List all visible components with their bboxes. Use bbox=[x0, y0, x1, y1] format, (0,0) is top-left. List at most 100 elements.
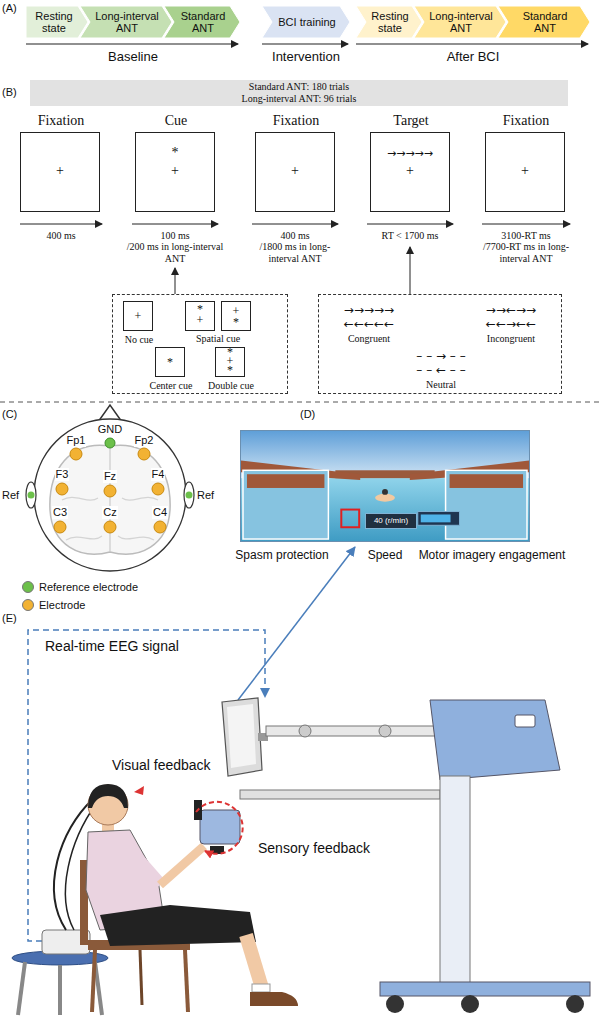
head-map bbox=[56, 483, 68, 495]
head-map bbox=[109, 448, 110, 552]
legend-swatch bbox=[22, 599, 34, 611]
bci-illustration bbox=[246, 935, 262, 988]
chevron-shape bbox=[356, 6, 422, 38]
figure-label: GND bbox=[97, 423, 123, 436]
chevron-label: Standard ANT bbox=[177, 10, 229, 34]
figure-label: RT < 1700 ms bbox=[360, 230, 460, 242]
stage-frame: Fixation+ bbox=[20, 132, 100, 212]
figure-label: (E) bbox=[2, 612, 26, 625]
chevron-label: Resting state bbox=[31, 10, 77, 34]
timeline-arrows bbox=[252, 224, 338, 225]
phase-chevron: Long-interval ANT bbox=[414, 6, 506, 38]
bci-illustration bbox=[18, 962, 25, 1015]
trial-count: Standard ANT: 180 trials bbox=[249, 81, 349, 93]
phase-chevron: Resting state bbox=[356, 6, 422, 38]
box-text: + bbox=[486, 163, 564, 179]
timeline-arrows bbox=[175, 268, 176, 294]
head-map bbox=[54, 521, 66, 533]
box-text: ←←←←← bbox=[327, 317, 411, 331]
box-text: * bbox=[136, 145, 214, 161]
figure-label: 400 ms bbox=[11, 230, 111, 242]
bci-illustration bbox=[160, 846, 204, 885]
box-text: Fixation bbox=[1, 112, 121, 129]
head-map bbox=[34, 419, 186, 571]
chevron-shape bbox=[164, 6, 240, 38]
bci-illustration bbox=[125, 845, 160, 885]
chevron-shape bbox=[414, 6, 506, 38]
phase-chevron: Long-interval ANT bbox=[80, 6, 172, 38]
box-text: Cue bbox=[116, 112, 236, 129]
bci-illustration bbox=[430, 700, 560, 780]
figure-label: After BCI bbox=[413, 49, 533, 64]
figure-label: Fz bbox=[103, 470, 117, 483]
figure-label: Fp1 bbox=[66, 434, 87, 447]
box-text: * bbox=[156, 356, 184, 368]
timeline-arrows bbox=[367, 224, 453, 225]
head-map bbox=[62, 497, 158, 540]
timeline-arrows bbox=[482, 224, 570, 225]
figure-label: 3100-RT ms bbox=[476, 230, 576, 242]
bci-illustration bbox=[386, 995, 404, 1013]
chevron-label: Standard ANT bbox=[511, 10, 579, 34]
engagement-bar bbox=[421, 514, 451, 522]
figure-label: 100 ms bbox=[125, 230, 225, 242]
bci-illustration bbox=[95, 962, 102, 1015]
legend-swatch bbox=[22, 581, 34, 593]
speed-readout: 40 (r/min) bbox=[365, 513, 417, 529]
figure-label: Cz bbox=[102, 506, 117, 519]
bci-illustration bbox=[58, 965, 62, 1015]
box-text: * bbox=[222, 316, 250, 328]
figure-label: C3 bbox=[52, 506, 68, 519]
stage-frame: Target→→→→→+ bbox=[370, 132, 450, 212]
bci-illustration bbox=[252, 984, 270, 992]
timeline-arrows bbox=[20, 224, 570, 294]
figure-label: /1800 ms in long-interval ANT bbox=[245, 241, 345, 265]
swimmer bbox=[375, 494, 395, 502]
bci-illustration bbox=[515, 715, 535, 727]
head-map bbox=[154, 521, 166, 533]
figure-label: Sensory feedback bbox=[258, 840, 398, 856]
legend-row: Electrode bbox=[22, 598, 85, 612]
phase-chevron: Standard ANT bbox=[498, 6, 590, 38]
box-text: ←←→←← bbox=[469, 317, 553, 331]
stage-frame: Fixation+ bbox=[485, 132, 565, 212]
cue-square: +No cue bbox=[123, 301, 153, 331]
trial-count: Long-interval ANT: 96 trials bbox=[242, 93, 357, 105]
phase-arrows bbox=[356, 43, 588, 44]
figure-label: C4 bbox=[152, 506, 168, 519]
bci-illustration bbox=[140, 950, 142, 1005]
stage-frame: Cue*+ bbox=[135, 132, 215, 212]
box-text: Neutral bbox=[399, 379, 483, 391]
bci-illustration bbox=[380, 982, 590, 996]
box-text: + bbox=[256, 163, 334, 179]
bci-illustration bbox=[196, 802, 243, 854]
box-text: * bbox=[216, 365, 244, 375]
inset-view bbox=[446, 470, 527, 539]
box-text: Center cue bbox=[136, 380, 206, 392]
inset-view bbox=[450, 474, 523, 488]
bci-illustration bbox=[227, 704, 256, 768]
head-map bbox=[26, 482, 36, 508]
phase-arrows bbox=[26, 43, 588, 44]
cue-square: +* bbox=[221, 301, 251, 331]
figure-label: /7700-RT ms in long-interval ANT bbox=[476, 241, 576, 265]
timeline-arrows bbox=[20, 224, 102, 225]
chevron-shape bbox=[498, 6, 590, 38]
section-separator bbox=[0, 402, 600, 403]
box-text: →→→→→ bbox=[371, 147, 449, 160]
box-text: – – ← – – bbox=[399, 363, 483, 377]
bci-illustration bbox=[100, 905, 256, 946]
box-text: Double cue bbox=[196, 380, 266, 392]
phase-arrows bbox=[262, 43, 348, 44]
game-screenshot: 40 (r/min) bbox=[240, 430, 530, 542]
box-text: + bbox=[124, 309, 152, 323]
figure-label: Speed bbox=[360, 548, 410, 562]
head-map bbox=[104, 521, 116, 533]
head-map bbox=[152, 483, 164, 495]
box-text: – – → – – bbox=[399, 349, 483, 363]
bci-illustration bbox=[440, 776, 470, 984]
chevron-label: Resting state bbox=[369, 10, 411, 34]
figure-label: Ref bbox=[197, 489, 221, 502]
box-text: + bbox=[21, 163, 99, 179]
head-map bbox=[138, 448, 150, 460]
